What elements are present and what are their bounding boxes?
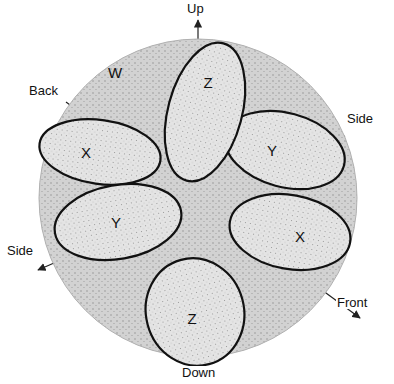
region-letter: W xyxy=(108,65,122,80)
ellipse-shape xyxy=(134,247,257,377)
ellipse-outline xyxy=(167,40,243,184)
region-letter: Y xyxy=(267,143,277,158)
sphere: W Z X Y Y X Z xyxy=(38,38,358,358)
region-letter: Z xyxy=(203,75,212,90)
region-letter: Y xyxy=(111,215,121,230)
ellipse-region: Z xyxy=(167,40,243,184)
region-letter: X xyxy=(81,145,91,160)
region-letter: X xyxy=(295,229,305,244)
ellipse-region: Y xyxy=(53,184,183,260)
ellipse-region: X xyxy=(38,119,162,185)
ellipse-shape xyxy=(217,98,354,201)
direction-label: Side xyxy=(346,112,374,125)
ellipse-shape xyxy=(35,112,165,192)
direction-label: Back xyxy=(28,84,59,97)
ellipse-region: Y xyxy=(223,112,347,188)
direction-label: Front xyxy=(336,296,368,309)
ellipse-region: Z xyxy=(145,257,245,367)
direction-label: Up xyxy=(186,2,205,15)
direction-label: Side xyxy=(6,244,34,257)
direction-label: Down xyxy=(181,366,216,379)
ellipse-shape xyxy=(224,185,357,279)
ellipse-outline xyxy=(228,194,352,270)
ellipse-shape xyxy=(49,174,188,269)
ellipse-region: X xyxy=(228,194,352,270)
region-letter: Z xyxy=(187,311,196,326)
ellipse-outline xyxy=(38,119,162,185)
ellipse-outline xyxy=(223,112,347,188)
